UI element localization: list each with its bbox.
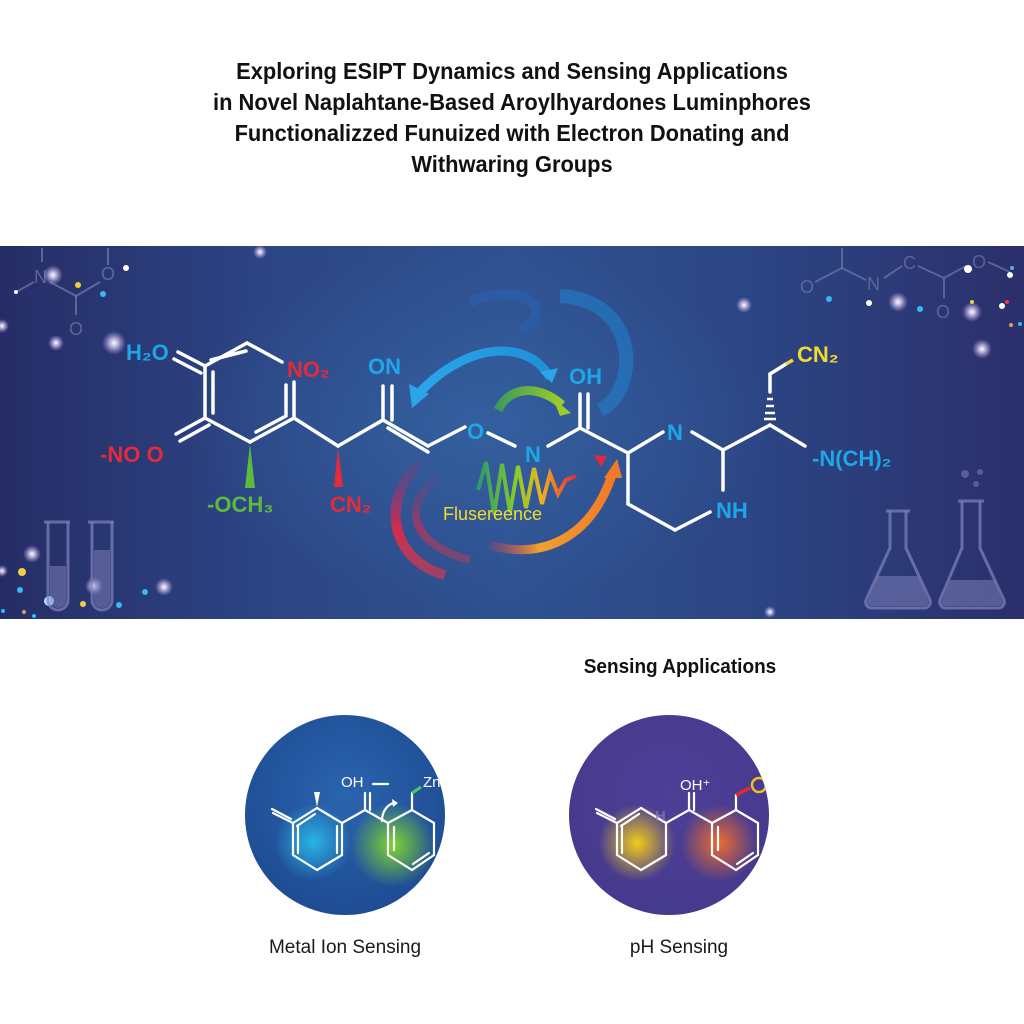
label-n-ring: N: [667, 420, 683, 445]
label-n-ch2: -N(CH)₂: [812, 446, 891, 471]
metal-ion-molecule: OH Zn²: [270, 774, 445, 872]
svg-text:O: O: [101, 264, 115, 284]
fluorescence-label: Flusereence: [443, 504, 542, 524]
label-oh: OH: [569, 364, 602, 389]
svg-text:O: O: [800, 277, 814, 297]
metal-ion-caption: Metal Ion Sensing: [268, 937, 422, 958]
label-noo: -NO O: [100, 442, 164, 467]
svg-text:O: O: [972, 252, 986, 272]
label-och3: -OCH₃: [207, 492, 273, 517]
molecule-diagram: N O O O N C O O: [0, 246, 1022, 618]
svg-text:C: C: [903, 253, 916, 273]
title-line-3: Functionalizzed Funuized with Electron D…: [234, 120, 790, 146]
faded-molecule-left: [17, 248, 109, 315]
ph-molecule: OH⁺ H: [594, 776, 768, 872]
label-o-center: O: [467, 419, 484, 444]
ph-sensing-panel: OH⁺ H: [569, 715, 769, 915]
svg-text:O: O: [69, 319, 83, 339]
stars: [0, 246, 1022, 618]
title-line-4: Withwaring Groups: [411, 151, 613, 177]
molecule-bonds: [172, 341, 807, 532]
metal-oh-label: OH: [341, 774, 364, 791]
zinc-ion-label: Zn²: [423, 774, 445, 791]
flasks-icon: [864, 499, 1006, 610]
label-n-center: N: [525, 442, 541, 467]
label-on: ON: [368, 354, 401, 379]
title-line-2: in Novel Naplahtane-Based Aroylhyardones…: [213, 89, 811, 115]
energy-arrows: [390, 289, 634, 580]
label-cn2-left: CN₂: [330, 492, 372, 517]
sensing-heading: Sensing Applications: [583, 656, 777, 678]
title-line-1: Exploring ESIPT Dynamics and Sensing App…: [236, 58, 788, 84]
metal-ion-sensing-panel: OH Zn²: [245, 715, 445, 915]
svg-text:N: N: [867, 274, 880, 294]
faded-molecule-right: [814, 248, 1011, 298]
label-cn2-right: CN₂: [797, 342, 839, 367]
label-h2o: H₂O: [126, 340, 169, 365]
ph-h-label: H: [655, 808, 666, 825]
test-tubes-icon: [44, 520, 114, 612]
ph-oh-label: OH⁺: [680, 777, 710, 794]
label-nh-ring: NH: [716, 498, 748, 523]
ph-caption: pH Sensing: [629, 937, 729, 958]
svg-text:O: O: [936, 302, 950, 322]
proton-icon: [750, 776, 768, 794]
label-no2: NO₂: [287, 357, 330, 382]
page-title: Exploring ESIPT Dynamics and Sensing App…: [0, 56, 1024, 180]
esipt-banner: N O O O N C O O: [0, 246, 1024, 619]
